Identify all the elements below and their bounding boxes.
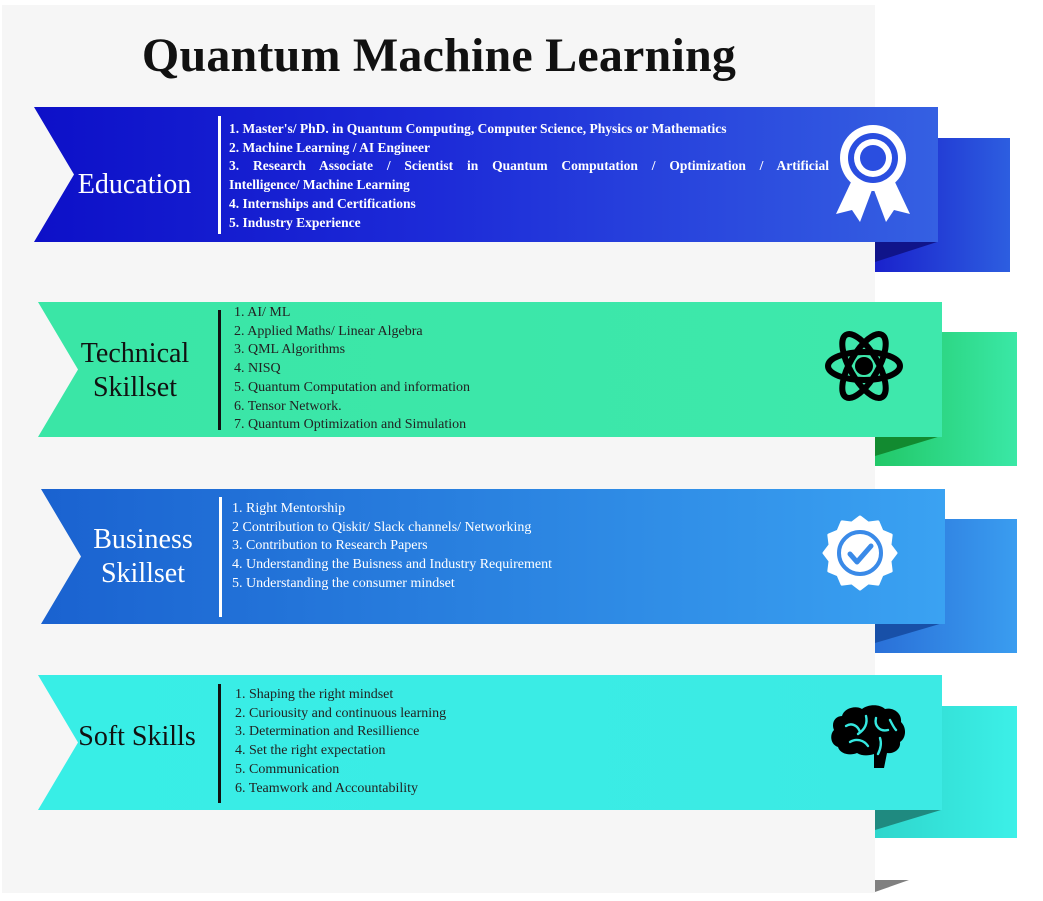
list-item: 2. Machine Learning / AI Engineer [229, 139, 431, 155]
education-list: 1. Master's/ PhD. in Quantum Computing, … [229, 120, 829, 232]
brain-icon [830, 704, 906, 775]
verified-badge-icon [822, 515, 898, 596]
technical-label: Technical Skillset [80, 338, 190, 403]
list-item: 4. NISQ [234, 361, 281, 377]
technical-divider [218, 310, 221, 430]
list-item: 3. QML Algorithms [234, 342, 346, 358]
soft-skills-banner [38, 675, 942, 810]
list-item: 6. Teamwork and Accountability [235, 780, 419, 796]
list-item: 2. Applied Maths/ Linear Algebra [234, 323, 423, 339]
list-item: Intelligence/ Machine Learning [229, 177, 410, 193]
award-ribbon-icon [828, 122, 918, 229]
page-title: Quantum Machine Learning [141, 29, 737, 82]
list-item: 5. Understanding the consumer mindset [232, 575, 455, 591]
education-divider [218, 116, 221, 234]
list-item: 1. Shaping the right mindset [235, 687, 394, 702]
list-item: 3. Research Associate / Scientist in Qua… [229, 158, 829, 174]
technical-list: 1. AI/ ML 2. Applied Maths/ Linear Algeb… [234, 304, 794, 435]
list-item: 5. Quantum Computation and information [234, 379, 471, 395]
list-item: 2 Contribution to Qiskit/ Slack channels… [232, 519, 532, 535]
list-item: 5. Communication [235, 761, 340, 777]
list-item: 3. Determination and Resillience [235, 724, 420, 740]
list-item: 1. Right Mentorship [232, 501, 346, 516]
list-item: 3. Contribution to Research Papers [232, 538, 428, 554]
atom-icon [823, 324, 905, 413]
education-banner [34, 107, 938, 242]
soft-skills-list: 1. Shaping the right mindset 2. Curiousi… [235, 686, 795, 798]
list-item: 4. Internships and Certifications [229, 195, 416, 211]
soft-skills-divider [218, 684, 221, 803]
business-divider [219, 497, 222, 617]
education-label: Education [77, 169, 192, 200]
list-item: 5. Industry Experience [229, 214, 361, 230]
list-item: 1. AI/ ML [234, 305, 291, 320]
list-item: 4. Understanding the Buisness and Indust… [232, 557, 553, 573]
list-item: 4. Set the right expectation [235, 743, 386, 759]
bottom-fold [875, 878, 911, 894]
list-item: 1. Master's/ PhD. in Quantum Computing, … [229, 121, 727, 136]
list-item: 6. Tensor Network. [234, 398, 342, 414]
technical-banner [38, 302, 942, 437]
business-list: 1. Right Mentorship 2 Contribution to Qi… [232, 500, 792, 594]
business-banner [41, 489, 945, 624]
list-item: 2. Curiousity and continuous learning [235, 705, 447, 721]
business-label: Business Skillset [93, 524, 193, 589]
list-item: 7. Quantum Optimization and Simulation [234, 417, 467, 433]
soft-skills-label: Soft Skills [78, 721, 196, 752]
